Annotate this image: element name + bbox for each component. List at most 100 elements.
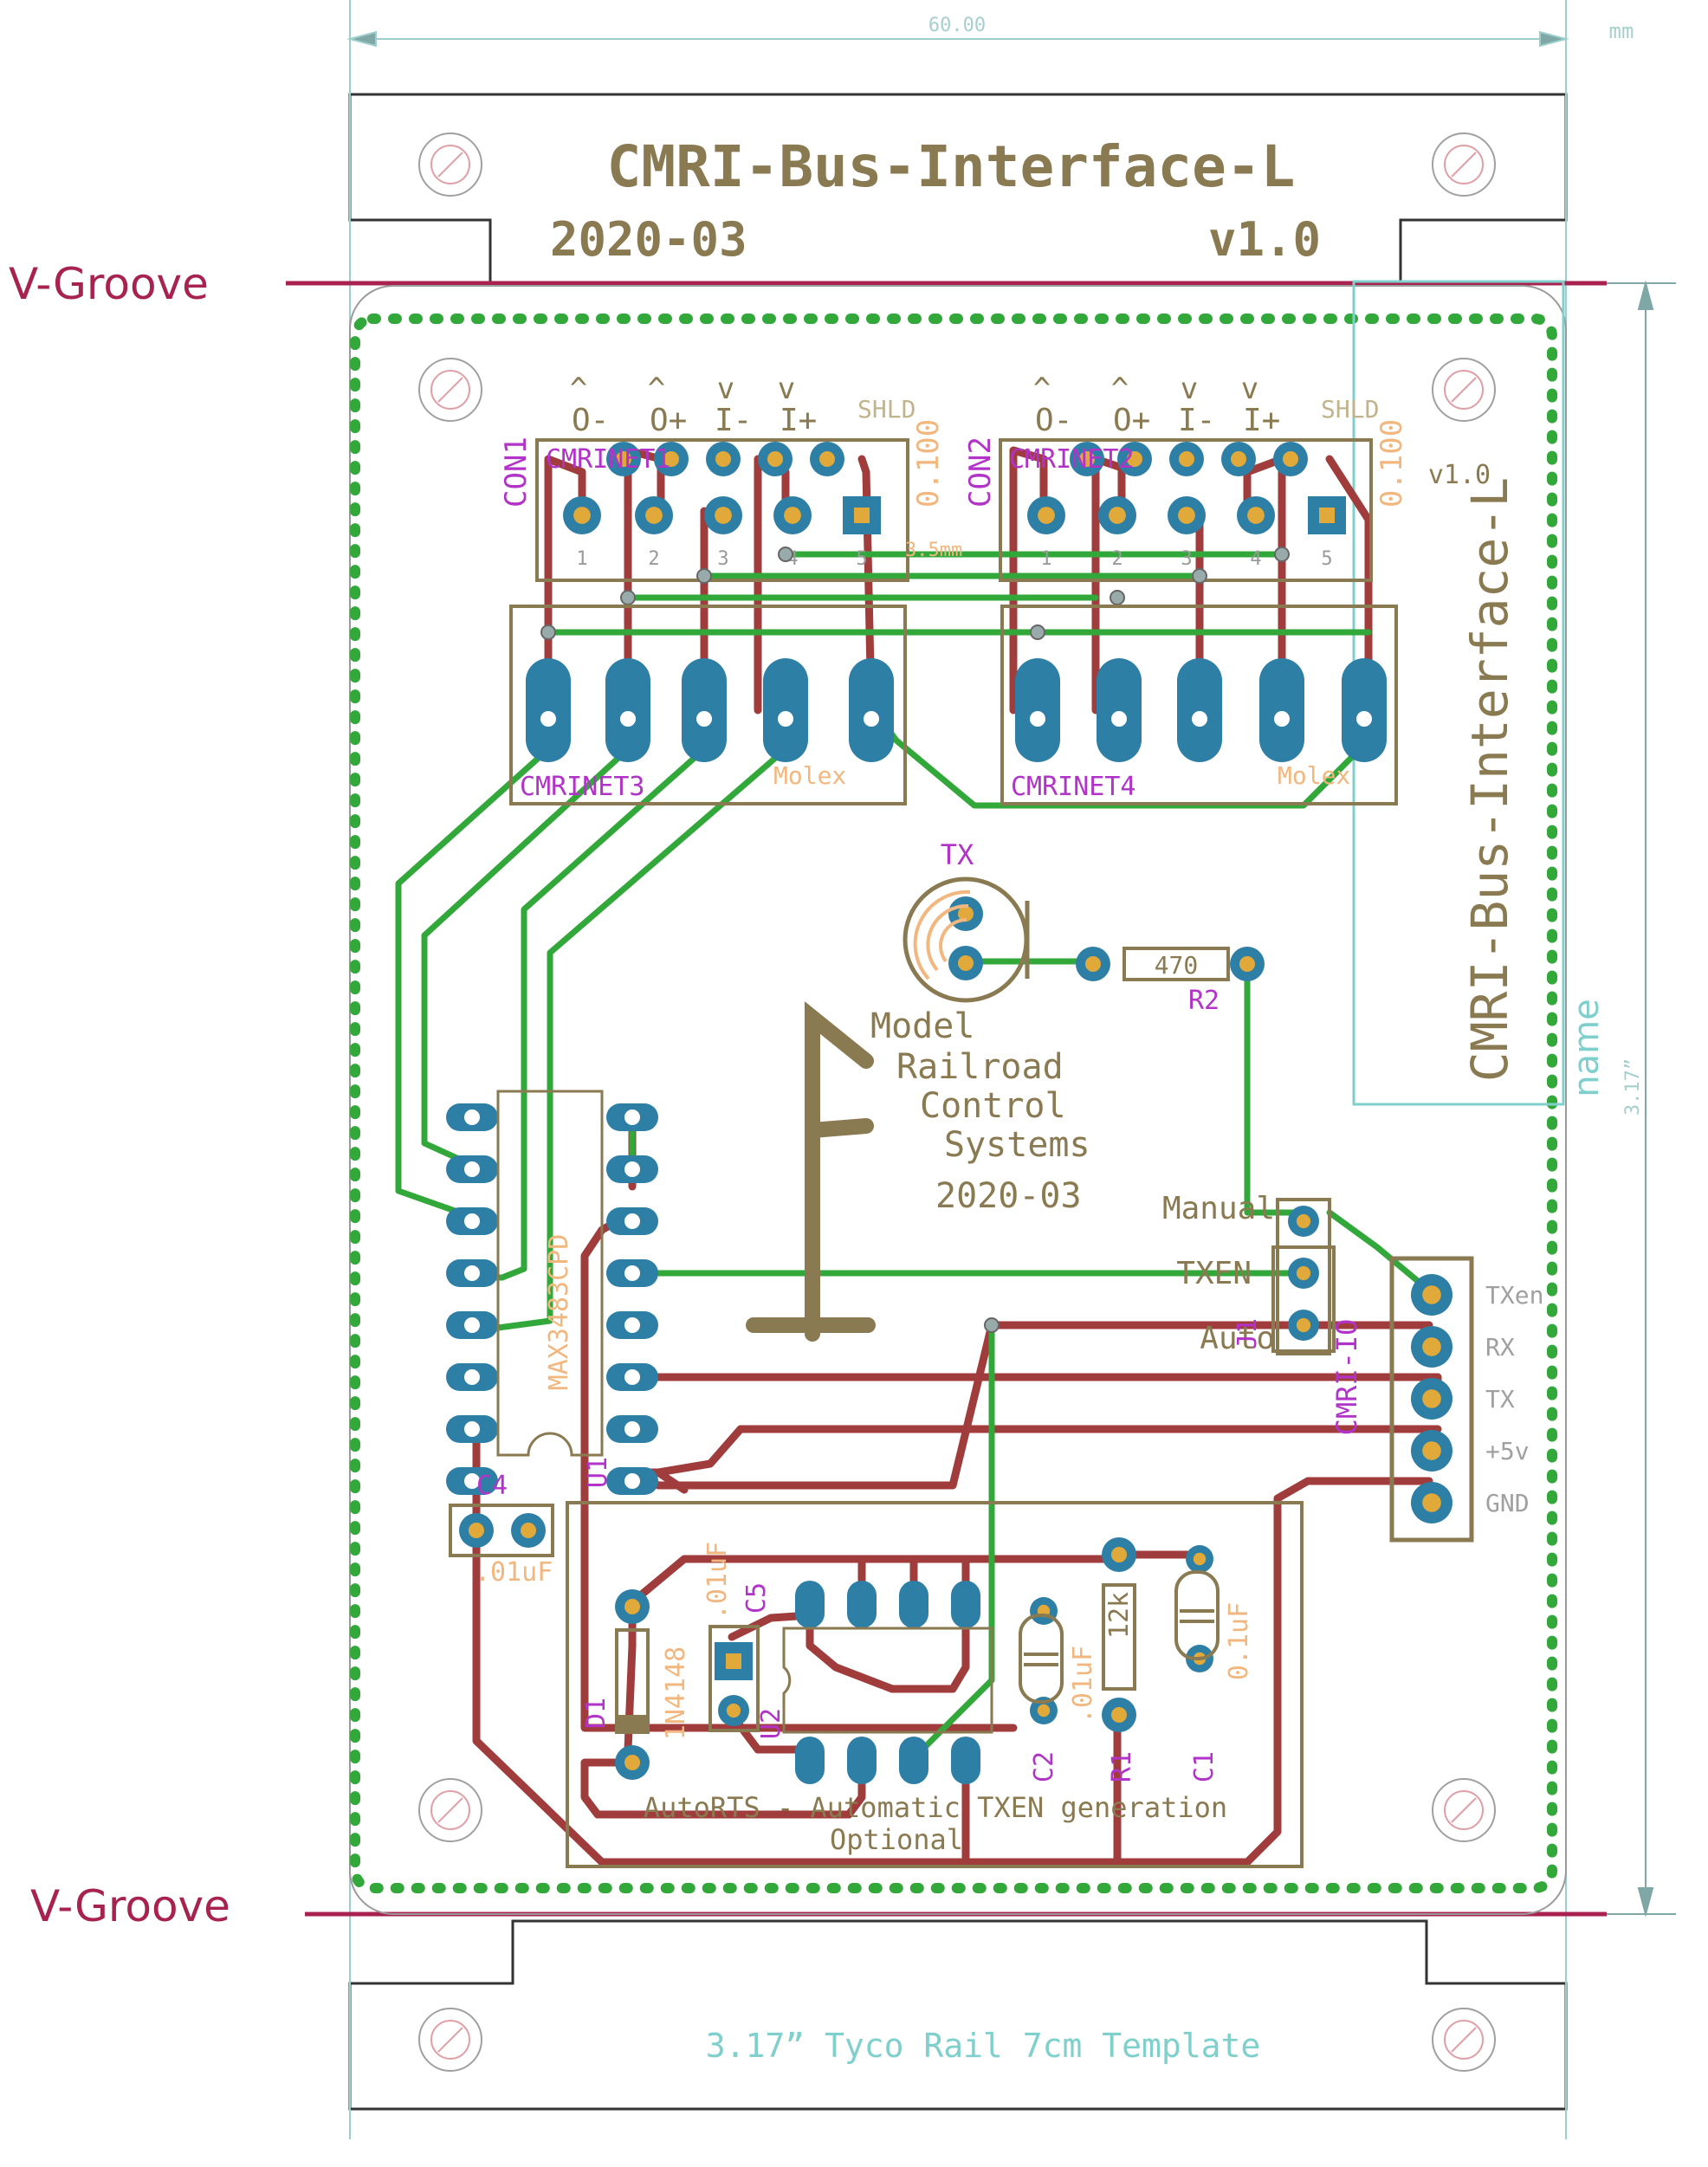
via-9 [984, 1317, 1000, 1333]
con1-pin-4-hole [784, 507, 801, 524]
height-dimension [1566, 280, 1676, 1918]
con1-pin-label-3: I- [715, 403, 752, 438]
con1-name: CMRINET1 [546, 444, 671, 475]
tx-led-anode-pad-hole [958, 906, 974, 922]
u1-value: MAX3483CPD [544, 1234, 574, 1391]
via-6 [1110, 590, 1125, 605]
con2-top-pad-5-hole [1283, 451, 1298, 467]
v-groove-label-bottom: V-Groove [30, 1881, 230, 1931]
con2-pin-2-hole [1109, 507, 1126, 524]
template-caption: 3.17” Tyco Rail 7cm Template [706, 2027, 1261, 2065]
railroad-logo [746, 1001, 876, 1342]
board-date: 2020-03 [550, 212, 747, 267]
u2-bottom-pin-1 [795, 1737, 825, 1784]
j1-pad-manual-hole [1296, 1213, 1311, 1229]
c2-value: .01uF [1068, 1646, 1098, 1724]
u1-pin-4-hole [464, 1265, 480, 1281]
via-7 [1192, 568, 1207, 584]
con2-footprint [999, 438, 1373, 582]
j1-pad-txen-hole [1296, 1265, 1311, 1281]
molex2-pin-4 [1259, 658, 1304, 762]
d1-pad-2-hole [624, 1755, 640, 1770]
con2-top-pad-2-hole [1127, 451, 1142, 467]
u2-ref: U2 [756, 1708, 786, 1739]
d1-pad-1-hole [624, 1599, 640, 1614]
con1-footprint [535, 438, 909, 582]
r1-ref: R1 [1107, 1751, 1137, 1782]
con2-ref: CON2 [963, 437, 998, 508]
molex1-pin-3 [682, 658, 727, 762]
u2-bottom-pin-2 [847, 1737, 877, 1784]
c2-pad-2-hole [1037, 1704, 1051, 1717]
molex1-pin-1 [526, 658, 571, 762]
con2-pin-5-hole [1319, 508, 1335, 523]
molex2-pin-2-hole [1111, 711, 1127, 727]
u1-pin-7-hole [464, 1421, 480, 1437]
units-label: mm [1609, 19, 1634, 43]
con1-pin-5-hole [854, 508, 870, 523]
autorts-box [566, 1501, 1304, 1868]
molex2-outline [1000, 605, 1398, 805]
c1-pad-1-hole [1193, 1552, 1207, 1566]
c2-body [1019, 1614, 1064, 1704]
con2-pin-number-3: 3 [1181, 548, 1192, 570]
cmri-io-pin-4-hole [1422, 1441, 1441, 1460]
molex2-pin-1 [1015, 658, 1060, 762]
autorts-line-2: Optional [830, 1823, 963, 1856]
j1-auto-label: Auto [1200, 1321, 1275, 1356]
cmri-io-pin-2-hole [1422, 1337, 1441, 1356]
r2-body [1122, 947, 1230, 981]
molex2-pin-4-hole [1274, 711, 1290, 727]
con2-pin-number-5: 5 [1321, 548, 1332, 570]
board-version: v1.0 [1208, 212, 1321, 267]
molex2-value: Molex [1278, 761, 1350, 790]
con1-top-pad-1-hole [616, 451, 631, 467]
con1-pin-label-5: SHLD [857, 395, 915, 424]
via-3 [696, 568, 712, 584]
molex2-pin-1-hole [1030, 711, 1045, 727]
u2-top-pin-4 [951, 1581, 980, 1628]
con1-pin-label-1: O- [572, 403, 609, 438]
molex1-pin-4 [763, 658, 808, 762]
j1-outline [1276, 1198, 1331, 1355]
con2-pin-1-hole [1038, 507, 1055, 524]
u1-pin-12-hole [624, 1317, 640, 1333]
con1-top-pad-4-hole [767, 451, 783, 467]
molex1-outline [509, 605, 907, 805]
tx-led [903, 877, 1030, 1003]
height-dimension-label: 3.17” [1622, 1058, 1644, 1116]
u2-outline [782, 1627, 993, 1734]
con2-top-pad-1-hole [1079, 451, 1095, 467]
con2-top-pad-4-hole [1231, 451, 1246, 467]
cmri-io-label-3: TX [1485, 1385, 1515, 1413]
r2-pad-2-hole [1239, 956, 1255, 972]
c5-pad-2-hole [726, 1703, 741, 1718]
c2-ref: C2 [1029, 1751, 1059, 1782]
con1-pin-label-4: I+ [780, 403, 817, 438]
j1-shunt [1271, 1245, 1336, 1353]
c4-pad-1-hole [469, 1523, 484, 1538]
molex2-pin-5-hole [1356, 711, 1372, 727]
con1-pin-label-2: O+ [650, 403, 687, 438]
logo-line-2: Railroad [896, 1047, 1064, 1087]
u1-pin-10-hole [624, 1421, 640, 1437]
u2-bottom-pin-3 [899, 1737, 928, 1784]
u1-pin-9-hole [624, 1473, 640, 1489]
logo-line-4: Systems [944, 1125, 1090, 1165]
d1-value: 1N4148 [661, 1646, 691, 1740]
con1-ref: CON1 [499, 437, 534, 508]
u1-pin-14-hole [624, 1213, 640, 1229]
c5-pad-1-hole [726, 1653, 741, 1669]
con1-top-pad-2-hole [663, 451, 679, 467]
c1-value: 0.1uF [1224, 1602, 1254, 1680]
con1-pin-number-2: 2 [648, 548, 659, 570]
molex1-name: CMRINET3 [520, 772, 645, 802]
con2-pin-arrow-2: ^ [1111, 372, 1129, 406]
con2-name: CMRINET2 [1009, 444, 1135, 475]
cmri-io-pin-1-hole [1422, 1285, 1441, 1304]
con2-pin-label-5: SHLD [1321, 395, 1379, 424]
via-5 [1030, 624, 1045, 640]
u1-pin-6-hole [464, 1369, 480, 1385]
